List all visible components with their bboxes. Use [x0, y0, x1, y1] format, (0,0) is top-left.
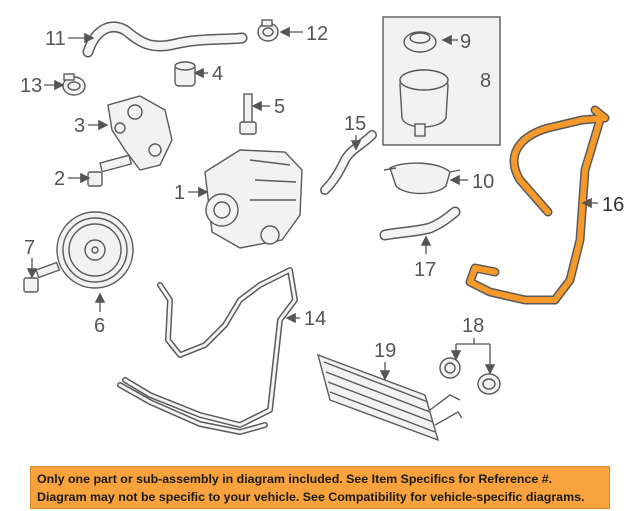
callout-3: 3 [74, 115, 85, 137]
part-11-hose [82, 21, 248, 58]
part-6-pulley [56, 211, 134, 289]
callout-12: 12 [306, 23, 328, 45]
part-18-clamps [439, 357, 501, 395]
disclaimer-banner: Only one part or sub-assembly in diagram… [30, 466, 610, 509]
part-12-clamp [257, 19, 279, 42]
part-2-bolt [87, 154, 133, 187]
callout-4: 4 [212, 63, 223, 85]
part-14-line-assembly [117, 267, 298, 435]
callout-17: 17 [414, 259, 436, 281]
part-17-hose [379, 206, 461, 241]
callout-16: 16 [602, 194, 624, 216]
part-10-bracket [383, 162, 461, 195]
part-5-bolt [239, 93, 257, 135]
leader-lines [26, 26, 598, 381]
part-1-pump [204, 149, 303, 249]
callout-14: 14 [304, 308, 326, 330]
part-3-bracket [107, 95, 173, 171]
callout-6: 6 [94, 315, 105, 337]
callout-5: 5 [274, 96, 285, 118]
callout-13: 13 [20, 75, 42, 97]
disclaimer-line-2: Diagram may not be specific to your vehi… [37, 490, 585, 504]
callout-8: 8 [480, 70, 491, 92]
parts-diagram: 11 12 13 4 3 5 2 1 7 6 9 8 10 15 17 14 1… [20, 16, 624, 442]
callout-2: 2 [54, 168, 65, 190]
part-4-bushing [174, 61, 196, 87]
callout-19: 19 [374, 340, 396, 362]
part-9-cap [403, 31, 437, 53]
callout-11: 11 [45, 28, 66, 50]
part-13-clamp [62, 73, 86, 96]
disclaimer-line-1: Only one part or sub-assembly in diagram… [37, 472, 553, 486]
part-19-cooler [316, 353, 463, 442]
callout-15: 15 [344, 113, 366, 135]
callout-1: 1 [174, 182, 185, 204]
callouts: 11 12 13 4 3 5 2 1 7 6 9 8 10 15 17 14 1… [20, 23, 624, 362]
callout-18: 18 [462, 315, 484, 337]
callout-10: 10 [472, 171, 494, 193]
callout-7: 7 [24, 237, 35, 259]
callout-9: 9 [460, 31, 471, 53]
part-7-bolt [23, 261, 61, 293]
part-8-reservoir [399, 69, 449, 137]
part-15-hose [320, 130, 377, 195]
